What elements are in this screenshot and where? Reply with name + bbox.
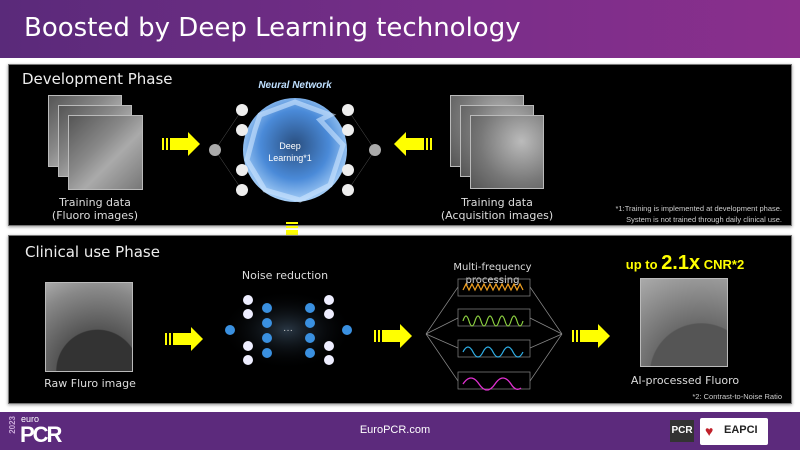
development-phase-label: Development Phase (22, 70, 173, 88)
training-image-front (68, 115, 143, 190)
acquisition-image-front (470, 115, 544, 189)
footnote-2: *2: Contrast-to-Noise Ratio (692, 392, 782, 401)
heart-icon: ♥ (705, 423, 714, 439)
raw-fluoro-caption: Raw Fluro image (44, 377, 136, 390)
noise-reduction-label: Noise reduction (241, 269, 329, 282)
noise-reduction-network: ··· (220, 290, 354, 370)
right-training-caption: Training data(Acquisition images) (440, 196, 554, 222)
arrow-right-icon (165, 327, 203, 351)
arrow-left-icon (394, 132, 432, 156)
raw-fluoro-image (45, 282, 133, 372)
title-bar: Boosted by Deep Learning technology (0, 0, 800, 58)
pcr-logo: PCR (670, 420, 694, 442)
svg-text:···: ··· (283, 325, 293, 336)
europcr-logo: PCR (20, 422, 62, 447)
arrow-right-icon (374, 324, 412, 348)
cnr-headline: up to 2.1x CNR*2 (625, 252, 745, 274)
multi-frequency-diagram (425, 278, 563, 391)
multi-frequency-label: Multi-frequency processing (453, 262, 532, 286)
clinical-phase-label: Clinical use Phase (25, 243, 160, 261)
ai-processed-caption: AI-processed Fluoro (630, 374, 740, 387)
wave-high (462, 282, 524, 292)
website-link[interactable]: EuroPCR.com (359, 424, 431, 436)
europcr-logo-small: euro (21, 414, 40, 424)
slide-title: Boosted by Deep Learning technology (24, 13, 521, 43)
arrow-right-icon (572, 324, 610, 348)
neural-network-diagram (209, 98, 381, 203)
neural-network-label: Neural Network (258, 80, 332, 91)
footer-bar: 2023 euro PCR EuroPCR.com PCR ♥ EAPCI (0, 412, 800, 450)
arrow-right-icon (162, 132, 200, 156)
ai-processed-image (640, 278, 728, 367)
footer-year: 2023 (8, 416, 17, 434)
left-training-caption: Training data(Fluoro images) (51, 196, 139, 222)
eapci-logo: ♥ EAPCI (700, 418, 768, 445)
footnote-1: *1:Training is implemented at developmen… (615, 204, 782, 224)
